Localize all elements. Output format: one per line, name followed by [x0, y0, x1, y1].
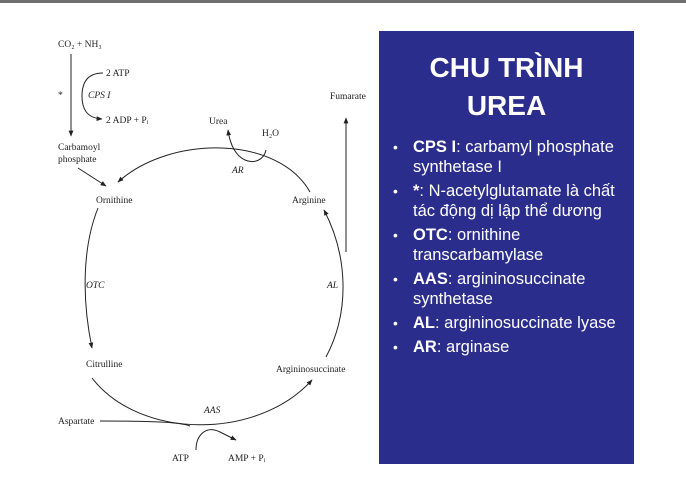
definition-term: OTC: [413, 226, 448, 244]
atp-aas-label: ATP: [172, 454, 189, 464]
definition-text: : N-acetylglutamate là chất tác động dị …: [413, 182, 615, 220]
arc-ornithine-to-citrulline: [84, 207, 99, 349]
arginine-label: Arginine: [292, 196, 326, 206]
arc-citrulline-to-argininosuccinate: [91, 377, 313, 426]
panel-title-line-1: CHU TRÌNH: [429, 52, 584, 83]
co2-nh3-label: CO₂ + NH₃: [58, 40, 102, 50]
panel-title-line-2: UREA: [466, 90, 547, 121]
definition-term: AL: [413, 314, 435, 332]
cycle-arrows: [77, 117, 349, 451]
atp-input-label: 2 ATP: [106, 69, 130, 79]
carbamoyl-phosphate-label-1: Carbamoyl: [58, 143, 101, 153]
fumarate-label: Fumarate: [330, 92, 366, 102]
water-label: H₂O: [262, 129, 279, 139]
arc-arginine-to-ornithine: [117, 147, 311, 193]
definition-item: AAS: argininosuccinate synthetase: [391, 269, 626, 309]
definition-item: *: N-acetylglutamate là chất tác động dị…: [391, 181, 626, 221]
panel-title: CHU TRÌNH UREA: [379, 49, 634, 125]
arrow-carbamoyl-to-cycle: [77, 167, 107, 187]
definition-item: AL: argininosuccinate lyase: [391, 313, 626, 333]
definition-text: : arginase: [436, 338, 510, 356]
aspartate-label: Aspartate: [58, 417, 94, 427]
enzyme-ar-label: AR: [231, 166, 244, 176]
activator-marker: *: [58, 91, 63, 101]
entry-arrow: [68, 54, 104, 137]
definition-term: CPS I: [413, 138, 457, 156]
enzyme-cps-label: CPS I: [88, 91, 111, 101]
definition-item: CPS I: carbamyl phosphate synthetase I: [391, 137, 626, 177]
definition-item: OTC: ornithine transcarbamylase: [391, 225, 626, 265]
arrow-atp-to-amp: [195, 429, 237, 451]
definition-item: AR: arginase: [391, 337, 626, 357]
definition-list: CPS I: carbamyl phosphate synthetase I *…: [379, 137, 634, 357]
urea-label: Urea: [209, 117, 228, 127]
enzyme-al-label: AL: [326, 281, 338, 291]
ornithine-label: Ornithine: [96, 196, 132, 206]
arrow-aspartate-in: [99, 420, 191, 427]
adp-output-label: 2 ADP + Pᵢ: [106, 116, 149, 126]
enzyme-aas-label: AAS: [203, 406, 221, 416]
carbamoyl-phosphate-label-2: phosphate: [58, 155, 97, 165]
enzyme-otc-label: OTC: [86, 281, 105, 291]
definition-term: AR: [413, 338, 437, 356]
definition-term: AAS: [413, 270, 448, 288]
top-divider: [0, 0, 686, 3]
definition-term: *: [413, 182, 420, 200]
definition-text: : argininosuccinate lyase: [435, 314, 616, 332]
amp-output-label: AMP + Pᵢ: [228, 454, 266, 464]
arc-argininosuccinate-to-arginine: [323, 209, 344, 358]
definition-text: : ornithine transcarbamylase: [413, 226, 544, 264]
urea-cycle-diagram: CO₂ + NH₃ 2 ATP * CPS I 2 ADP + Pᵢ Carba…: [58, 40, 366, 464]
definition-text: : carbamyl phosphate synthetase I: [413, 138, 614, 176]
argininosuccinate-label: Argininosuccinate: [276, 365, 345, 375]
arrow-urea-release: [226, 129, 267, 163]
citrulline-label: Citrulline: [86, 360, 122, 370]
definitions-panel: CHU TRÌNH UREA CPS I: carbamyl phosphate…: [379, 31, 634, 464]
definition-text: : argininosuccinate synthetase: [413, 270, 586, 308]
